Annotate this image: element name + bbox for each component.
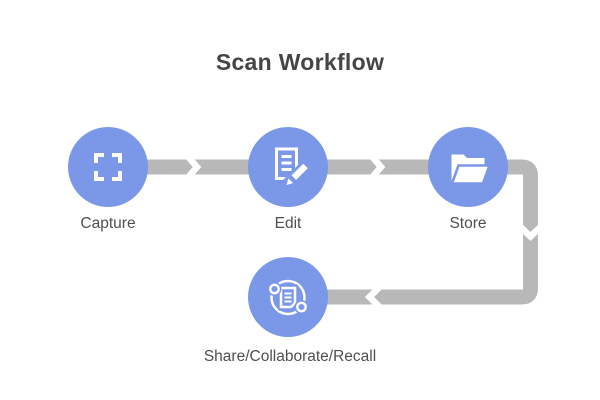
edit-label: Edit <box>274 215 302 232</box>
capture-label: Capture <box>80 215 136 232</box>
page-title: Scan Workflow <box>215 49 385 75</box>
node-edit <box>248 127 328 207</box>
document-sync-icon <box>267 279 309 316</box>
node-capture <box>68 127 148 207</box>
viewfinder-capture-icon <box>94 153 122 181</box>
node-share <box>248 257 328 337</box>
arrow-right-icon <box>369 153 386 181</box>
arrow-left-icon <box>364 284 383 310</box>
arrow-right-icon <box>185 153 202 181</box>
share-label: Share/Collaborate/Recall <box>203 348 377 365</box>
edit-node-circle <box>248 127 328 207</box>
arrow-down-icon <box>517 224 544 241</box>
capture-node-circle <box>68 127 148 207</box>
node-store <box>428 127 508 207</box>
flow-connector-path <box>108 159 538 305</box>
open-folder-icon <box>450 154 492 185</box>
store-label: Store <box>449 215 487 232</box>
document-pencil-icon <box>275 147 314 192</box>
